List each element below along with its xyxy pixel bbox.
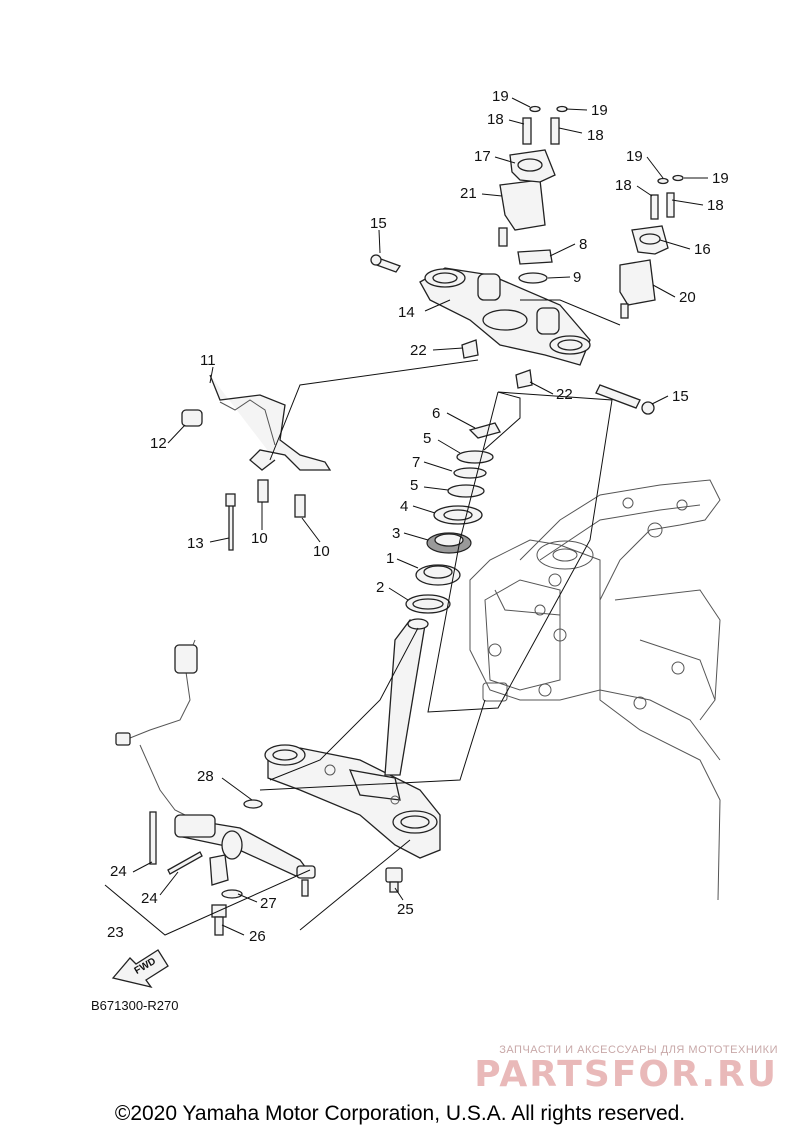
lower-bracket-stem: [264, 618, 441, 859]
callout-5: 5: [410, 477, 418, 494]
callout-21: 21: [460, 185, 477, 202]
callout-19: 19: [492, 88, 509, 105]
callout-11: 11: [200, 352, 216, 369]
callout-19: 19: [591, 102, 608, 119]
callout-6: 6: [432, 405, 440, 422]
callout-8: 8: [579, 236, 587, 253]
callout-22: 22: [556, 386, 573, 403]
callout-4: 4: [400, 498, 408, 515]
callout-28: 28: [197, 768, 214, 785]
motorcycle-frame: [469, 479, 721, 901]
copyright-notice: ©2020 Yamaha Motor Corporation, U.S.A. A…: [114, 1102, 686, 1125]
callout-25: 25: [397, 901, 414, 918]
callout-9: 9: [573, 269, 581, 286]
callout-19: 19: [626, 148, 643, 165]
assembly-guides: [104, 299, 621, 936]
steering-damper: [115, 639, 403, 936]
callout-20: 20: [679, 289, 696, 306]
callout-10: 10: [313, 543, 330, 560]
callout-13: 13: [187, 535, 204, 552]
handlebar-holders: [498, 105, 684, 319]
callout-24: 24: [110, 863, 127, 880]
harness-bracket: [181, 374, 332, 551]
leader-lines: [132, 97, 708, 936]
callout-5: 5: [423, 430, 431, 447]
callout-15: 15: [672, 388, 689, 405]
callout-18: 18: [487, 111, 504, 128]
watermark-tagline: ЗАПЧАСТИ И АКСЕССУАРЫ ДЛЯ МОТОТЕХНИКИ: [499, 1044, 778, 1056]
callout-14: 14: [398, 304, 415, 321]
callout-16: 16: [694, 241, 711, 258]
callout-labels: 19 19 18 18 17 21 19 19 18 18 16 20 8 9 …: [107, 88, 729, 945]
bearing-stack: [405, 422, 501, 614]
callout-26: 26: [249, 928, 266, 945]
callout-7: 7: [412, 454, 420, 471]
callout-24: 24: [141, 890, 158, 907]
fwd-arrow: FWD: [111, 949, 169, 989]
watermark: ЗАПЧАСТИ И АКСЕССУАРЫ ДЛЯ МОТОТЕХНИКИ PA…: [474, 1044, 778, 1094]
callout-1: 1: [386, 550, 394, 567]
upper-bracket: [370, 254, 655, 415]
callout-22: 22: [410, 342, 427, 359]
callout-18: 18: [615, 177, 632, 194]
callout-19: 19: [712, 170, 729, 187]
callout-23: 23: [107, 924, 124, 941]
callout-15: 15: [370, 215, 387, 232]
callout-27: 27: [260, 895, 277, 912]
callout-2: 2: [376, 579, 384, 596]
callout-10: 10: [251, 530, 268, 547]
callout-18: 18: [707, 197, 724, 214]
callout-17: 17: [474, 148, 491, 165]
callout-18: 18: [587, 127, 604, 144]
callout-3: 3: [392, 525, 400, 542]
diagram-code: B671300-R270: [91, 998, 179, 1013]
watermark-brand: PARTSFOR.RU: [474, 1054, 778, 1095]
callout-12: 12: [150, 435, 167, 452]
